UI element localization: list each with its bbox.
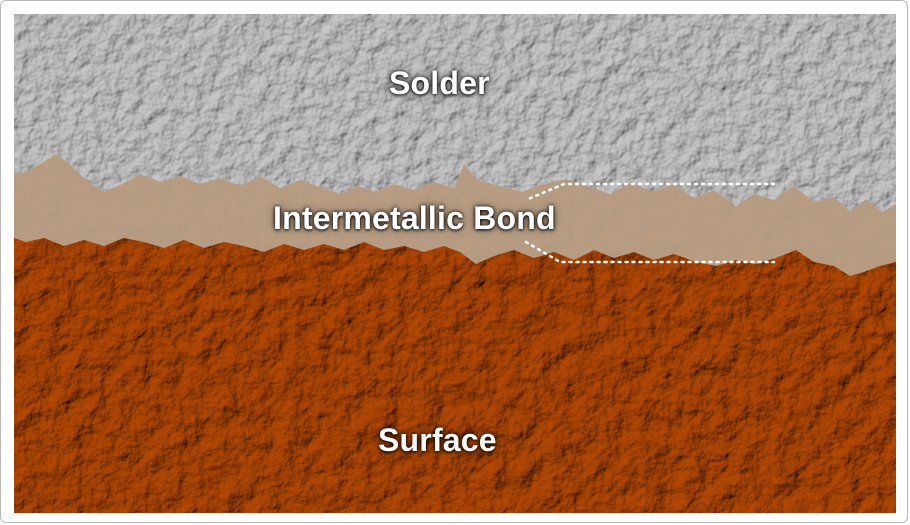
bond-callout-line: [524, 182, 776, 264]
intermetallic-bond-label: Intermetallic Bond: [273, 200, 556, 236]
layer-graphic: [14, 14, 896, 513]
solder-layer: [14, 14, 896, 212]
solder-label: Solder: [389, 65, 490, 101]
surface-label: Surface: [378, 422, 497, 458]
cross-section-illustration: Solder Intermetallic Bond Surface: [14, 14, 896, 513]
